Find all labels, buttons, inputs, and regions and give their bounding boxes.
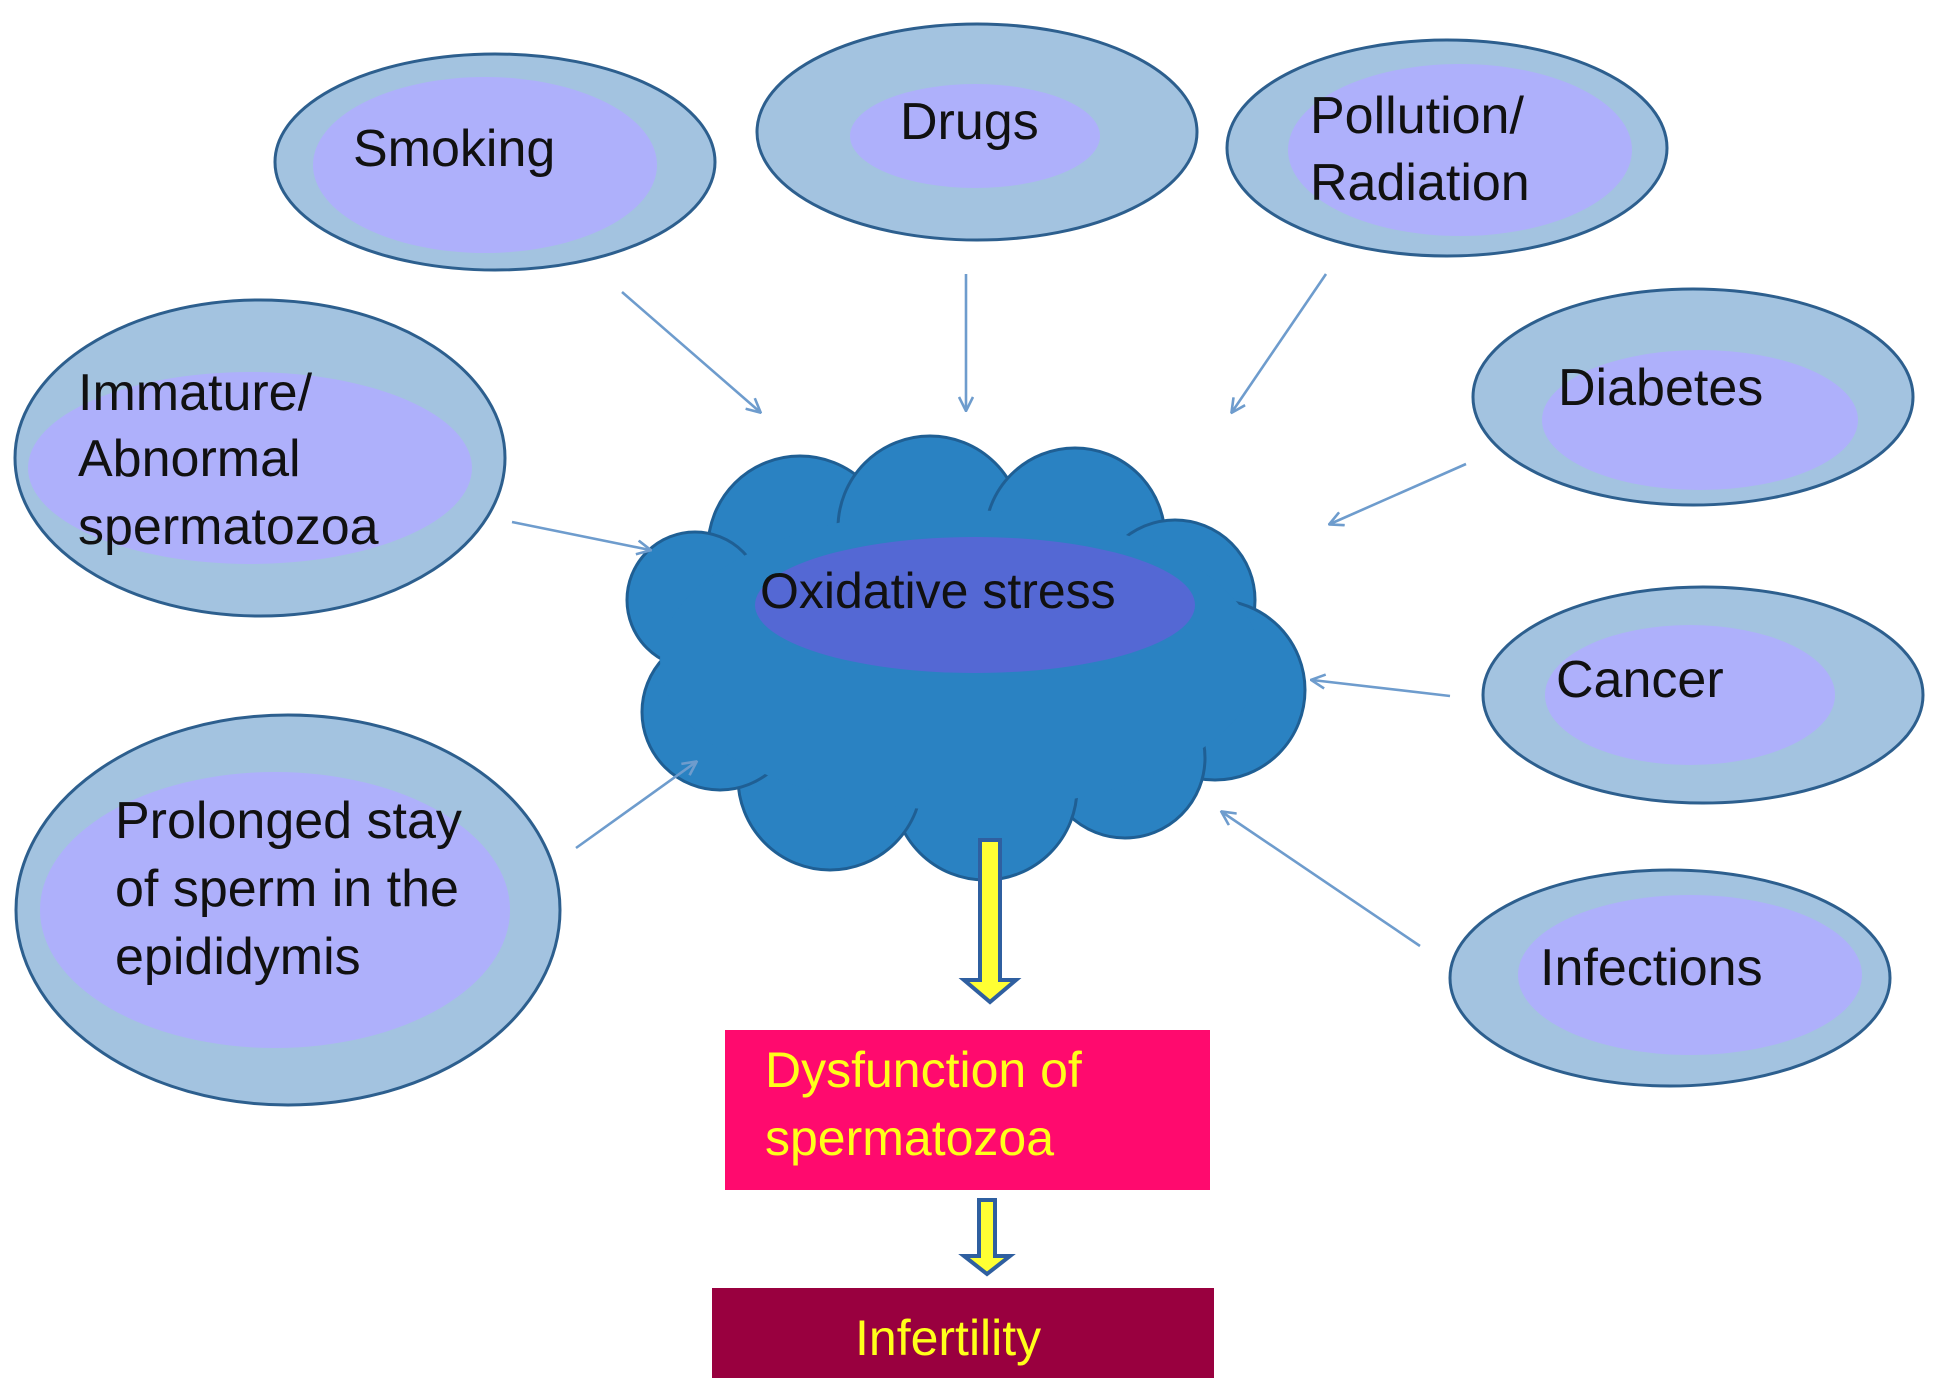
arrow-immature-to-center [511, 520, 650, 550]
dysfunction-label: Dysfunction of spermatozoa [765, 1042, 1096, 1166]
cause-smoking: Smoking [273, 52, 717, 272]
arrow-cancer-to-center [1312, 680, 1451, 698]
dysfunction-box: Dysfunction of spermatozoa [725, 1030, 1210, 1190]
cause-immature-abnormal-spermatozoa-label: Immature/ Abnormal spermatozoa [78, 364, 379, 556]
infertility-box: Infertility [712, 1288, 1214, 1378]
cause-cancer: Cancer [1481, 585, 1925, 805]
cause-diabetes: Diabetes [1471, 287, 1915, 507]
cause-infections: Infections [1448, 868, 1892, 1088]
block-arrow-to-dysfunction [958, 838, 1022, 1005]
cause-prolonged-stay-label: Prolonged stay of sperm in the epididymi… [115, 792, 476, 986]
cause-infections-label: Infections [1540, 939, 1763, 997]
cause-pollution-radiation: Pollution/ Radiation [1225, 38, 1669, 258]
block-arrow-to-infertility [958, 1198, 1016, 1277]
infertility-label: Infertility [855, 1310, 1041, 1366]
cause-prolonged-stay: Prolonged stay of sperm in the epididymi… [14, 713, 562, 1107]
cause-cancer-label: Cancer [1556, 651, 1724, 709]
cause-smoking-label: Smoking [353, 120, 555, 178]
cause-immature-abnormal-spermatozoa: Immature/ Abnormal spermatozoa [13, 298, 507, 618]
cause-pollution-radiation-label: Pollution/ Radiation [1310, 87, 1538, 212]
cause-diabetes-label: Diabetes [1558, 359, 1763, 417]
oxidative-stress-cloud: Oxidative stress [625, 434, 1307, 882]
arrow-smoking-to-center [621, 291, 760, 412]
arrow-prolonged-to-center [575, 762, 696, 850]
cause-drugs: Drugs [755, 22, 1199, 242]
arrow-pollution-to-center [1232, 273, 1328, 412]
arrow-diabetes-to-center [1330, 462, 1467, 524]
oxidative-stress-label: Oxidative stress [760, 563, 1116, 619]
arrow-infections-to-center [1222, 812, 1421, 948]
cause-drugs-label: Drugs [900, 93, 1039, 151]
